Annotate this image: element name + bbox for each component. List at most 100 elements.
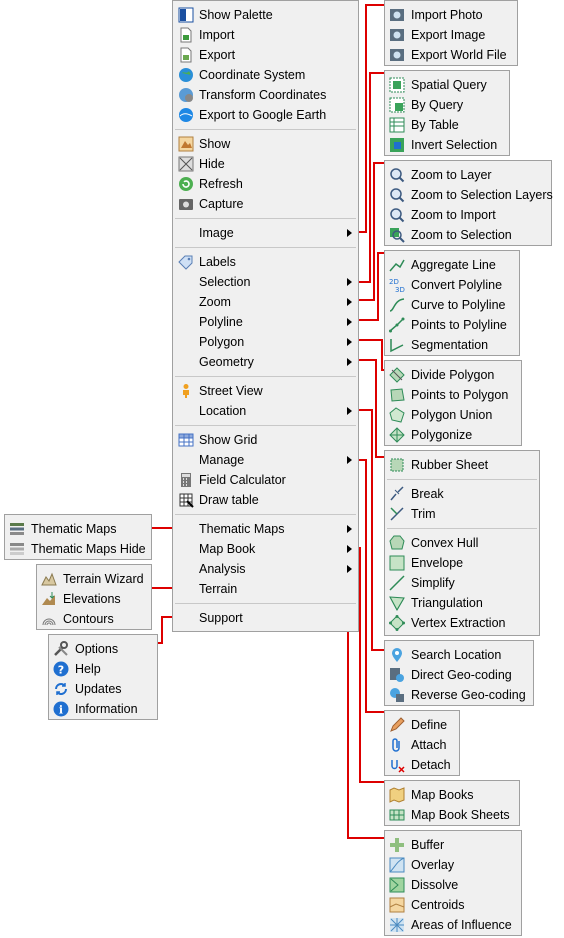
menu-item-export[interactable]: Export	[173, 45, 358, 65]
menu-item-show[interactable]: Show	[173, 134, 358, 154]
submenu-arrow-icon	[347, 358, 352, 366]
areas-of-influence-icon	[390, 918, 404, 932]
geometry-submenu: Rubber Sheet Break Trim Convex Hull Enve…	[384, 450, 540, 636]
polyline-item[interactable]: Points to Polyline	[385, 315, 519, 335]
triangulation-icon	[389, 596, 405, 611]
selection-item[interactable]: By Table	[385, 115, 509, 135]
geometry-item[interactable]: Vertex Extraction	[385, 613, 539, 633]
geometry-item[interactable]: Triangulation	[385, 593, 539, 613]
menu-item-zoom[interactable]: Zoom	[173, 292, 358, 312]
analysis-item[interactable]: Areas of Influence	[385, 915, 521, 935]
polygon-item[interactable]: Polygon Union	[385, 405, 521, 425]
menu-item-polygon[interactable]: Polygon	[173, 332, 358, 352]
menu-item-map-book[interactable]: Map Book	[173, 539, 358, 559]
analysis-item[interactable]: Dissolve	[385, 875, 521, 895]
menu-item-coordinate-system[interactable]: Coordinate System	[173, 65, 358, 85]
mapbook-item[interactable]: Map Books	[385, 785, 519, 805]
direct-geocoding-icon	[390, 668, 404, 682]
polygon-union-icon	[389, 407, 405, 423]
analysis-submenu: Buffer Overlay Dissolve Centroids Areas …	[384, 830, 522, 936]
menu-item-thematic-maps[interactable]: Thematic Maps	[173, 519, 358, 539]
menu-item-capture[interactable]: Capture	[173, 194, 358, 214]
polygon-item[interactable]: Divide Polygon	[385, 365, 521, 385]
menu-item-show-grid[interactable]: Show Grid	[173, 430, 358, 450]
refresh-icon	[179, 177, 193, 191]
support-item[interactable]: Updates	[49, 679, 157, 699]
image-item[interactable]: Export World File	[385, 45, 517, 65]
geometry-item[interactable]: Trim	[385, 504, 539, 524]
analysis-item[interactable]: Centroids	[385, 895, 521, 915]
selection-item[interactable]: Invert Selection	[385, 135, 509, 155]
aggregate-line-icon	[389, 259, 405, 272]
thematic-item[interactable]: Thematic Maps Hide	[5, 539, 151, 559]
palette-icon	[178, 7, 194, 23]
menu-item-support[interactable]: Support	[199, 611, 243, 625]
location-item[interactable]: Direct Geo-coding	[385, 665, 533, 685]
menu-item-field-calculator[interactable]: Field Calculator	[173, 470, 358, 490]
manage-item[interactable]: Detach	[385, 755, 459, 775]
image-item[interactable]: Import Photo	[385, 5, 517, 25]
manage-item[interactable]: Attach	[385, 735, 459, 755]
zoom-item[interactable]: Zoom to Import	[385, 205, 551, 225]
menu-item-labels[interactable]: Labels	[173, 252, 358, 272]
export-image-icon	[390, 29, 404, 41]
globe-icon	[179, 68, 193, 82]
location-item[interactable]: Search Location	[385, 645, 533, 665]
image-item[interactable]: Export Image	[385, 25, 517, 45]
detach-icon	[391, 760, 405, 773]
zoom-item[interactable]: Zoom to Selection	[385, 225, 551, 245]
polygon-submenu: Divide Polygon Points to Polygon Polygon…	[384, 360, 522, 446]
menu-item-transform-coordinates[interactable]: Transform Coordinates	[173, 85, 358, 105]
location-item[interactable]: Reverse Geo-coding	[385, 685, 533, 705]
menu-item-draw-table[interactable]: Draw table	[173, 490, 358, 510]
menu-item-image[interactable]: Image	[173, 223, 358, 243]
support-item[interactable]: ? Help	[49, 659, 157, 679]
support-item[interactable]: Options	[49, 639, 157, 659]
geometry-item[interactable]: Simplify	[385, 573, 539, 593]
menu-item-manage[interactable]: Manage	[173, 450, 358, 470]
menu-item-show-palette[interactable]: Show Palette	[173, 5, 358, 25]
geometry-item[interactable]: Rubber Sheet	[385, 455, 539, 475]
menu-item-location[interactable]: Location	[173, 401, 358, 421]
by-table-icon	[389, 117, 405, 133]
polyline-item[interactable]: Segmentation	[385, 335, 519, 355]
selection-item[interactable]: Spatial Query	[385, 75, 509, 95]
zoom-item[interactable]: Zoom to Selection Layers	[385, 185, 553, 205]
polyline-item[interactable]: Aggregate Line	[385, 255, 519, 275]
menu-item-street-view[interactable]: Street View	[173, 381, 358, 401]
menu-item-geometry[interactable]: Geometry	[173, 352, 358, 372]
geometry-item[interactable]: Envelope	[385, 553, 539, 573]
support-item[interactable]: i Information	[49, 699, 157, 719]
polygon-item[interactable]: Polygonize	[385, 425, 521, 445]
polygon-item[interactable]: Points to Polygon	[385, 385, 521, 405]
terrain-wizard-icon	[41, 572, 57, 586]
menu-item-terrain[interactable]: Terrain	[199, 582, 238, 596]
terrain-item[interactable]: Elevations	[37, 589, 151, 609]
menu-item-hide[interactable]: Hide	[173, 154, 358, 174]
invert-selection-icon	[390, 138, 404, 152]
menu-item-polyline[interactable]: Polyline	[173, 312, 358, 332]
menu-item-selection[interactable]: Selection	[173, 272, 358, 292]
selection-item[interactable]: By Query	[385, 95, 509, 115]
geometry-item[interactable]: Break	[385, 484, 539, 504]
menu-item-refresh[interactable]: Refresh	[173, 174, 358, 194]
polyline-item[interactable]: Curve to Polyline	[385, 295, 519, 315]
analysis-item[interactable]: Overlay	[385, 855, 521, 875]
submenu-arrow-icon	[347, 525, 352, 533]
main-context-menu: Show Palette Import Export Coordinate Sy…	[172, 0, 359, 632]
zoom-item[interactable]: Zoom to Layer	[385, 165, 551, 185]
menu-item-export-google-earth[interactable]: Export to Google Earth	[173, 105, 358, 125]
menu-item-analysis[interactable]: Analysis	[173, 559, 358, 579]
manage-item[interactable]: Define	[385, 715, 459, 735]
separator	[175, 218, 356, 219]
terrain-item[interactable]: Terrain Wizard	[37, 569, 151, 589]
menu-item-import[interactable]: Import	[173, 25, 358, 45]
thematic-item[interactable]: Thematic Maps	[5, 519, 151, 539]
submenu-arrow-icon	[347, 407, 352, 415]
geometry-item[interactable]: Convex Hull	[385, 533, 539, 553]
mapbook-item[interactable]: Map Book Sheets	[385, 805, 519, 825]
terrain-item[interactable]: Contours	[37, 609, 151, 629]
analysis-item[interactable]: Buffer	[385, 835, 521, 855]
